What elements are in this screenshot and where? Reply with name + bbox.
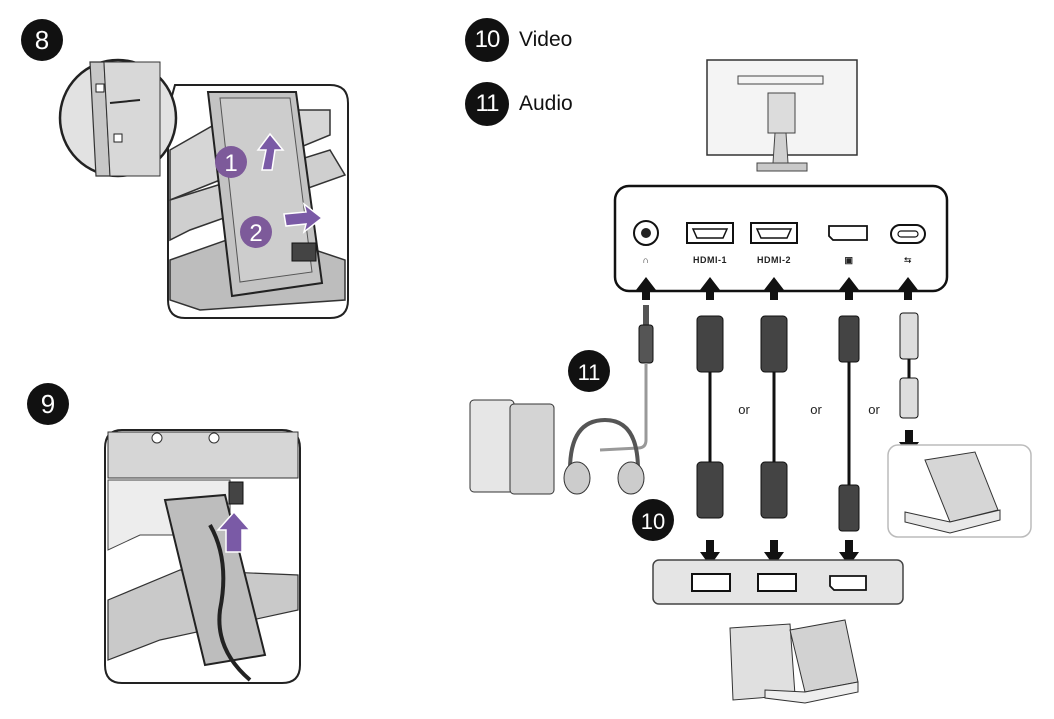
speakers-headphones-illustration — [469, 399, 645, 495]
video-callout-number: 10 — [641, 509, 665, 534]
legend-audio: 11 Audio — [465, 82, 573, 126]
computer-illustration — [729, 619, 859, 704]
source-hdmi-port — [691, 573, 731, 592]
marker-1-label: 1 — [224, 150, 237, 177]
arrow-down-icon — [700, 540, 720, 566]
up-arrow-icon — [216, 510, 252, 553]
step-9-number: 9 — [40, 389, 56, 419]
legend-audio-number: 11 — [465, 82, 509, 126]
input-arrows — [636, 277, 918, 300]
marker-2-label: 2 — [249, 220, 262, 247]
hdmi-2-label: HDMI-2 — [757, 255, 791, 265]
arrow-up-icon — [898, 277, 918, 300]
step-9-badge: 9 — [27, 383, 69, 425]
up-arrow-icon — [256, 132, 285, 171]
step-9-illustration — [104, 429, 301, 684]
usbc-label: ⮀ — [904, 255, 912, 265]
marker-2 — [240, 216, 272, 248]
step-8-illustration: 1 2 — [58, 58, 349, 319]
unlock-icon — [95, 83, 105, 93]
hdmi-2-port — [750, 222, 798, 244]
legend-video: 10 Video — [465, 18, 572, 62]
output-arrows — [700, 430, 919, 566]
arrow-down-icon — [839, 540, 859, 566]
legend-video-number: 10 — [465, 18, 509, 62]
marker-1 — [215, 146, 247, 178]
or-label: or — [810, 402, 822, 417]
hdmi-1-port — [686, 222, 734, 244]
audio-callout-number: 11 — [578, 360, 601, 385]
right-arrow-icon — [283, 202, 324, 234]
step-8-number: 8 — [34, 25, 50, 55]
legend-audio-label: Audio — [519, 92, 573, 115]
step-8-badge: 8 — [21, 19, 63, 61]
laptop-illustration — [887, 444, 1032, 538]
audio-callout-badge — [568, 350, 610, 392]
monitor-back-illustration — [706, 59, 858, 172]
arrow-up-icon — [636, 277, 656, 300]
arrow-down-icon — [764, 540, 784, 566]
lock-icon — [113, 133, 123, 143]
displayport-label: ▣ — [844, 255, 853, 265]
usbc-cable — [899, 312, 919, 419]
or-label: or — [868, 402, 880, 417]
arrow-up-icon — [764, 277, 784, 300]
arrow-up-icon — [839, 277, 859, 300]
audio-cable — [599, 305, 654, 452]
hdmi-cable-1 — [696, 315, 724, 519]
displayport-port — [828, 225, 868, 241]
video-callout-badge — [632, 499, 674, 541]
legend-video-label: Video — [519, 28, 573, 51]
headphone-port-label: ∩ — [643, 255, 650, 265]
or-label: or — [738, 402, 750, 417]
displayport-cable — [838, 315, 860, 532]
hdmi-1-label: HDMI-1 — [693, 255, 727, 265]
hdmi-cable-2 — [760, 315, 788, 519]
source-hdmi-port — [757, 573, 797, 592]
headphone-port — [633, 220, 659, 246]
arrow-down-icon — [899, 430, 919, 456]
arrow-up-icon — [700, 277, 720, 300]
usbc-port — [890, 224, 926, 244]
source-displayport-port — [829, 575, 867, 591]
